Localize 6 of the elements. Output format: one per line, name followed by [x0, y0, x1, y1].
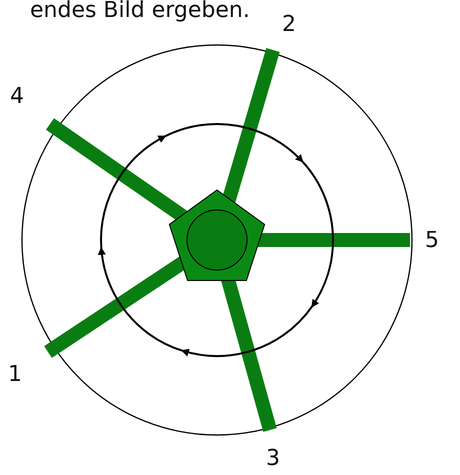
callout-number: 2	[282, 14, 296, 36]
callout-number: 4	[10, 86, 24, 108]
callout-number: 5	[425, 230, 439, 252]
caption-text: endes Bild ergeben.	[30, 0, 250, 22]
callout-number: 3	[266, 448, 280, 470]
callout-number: 1	[8, 364, 22, 386]
